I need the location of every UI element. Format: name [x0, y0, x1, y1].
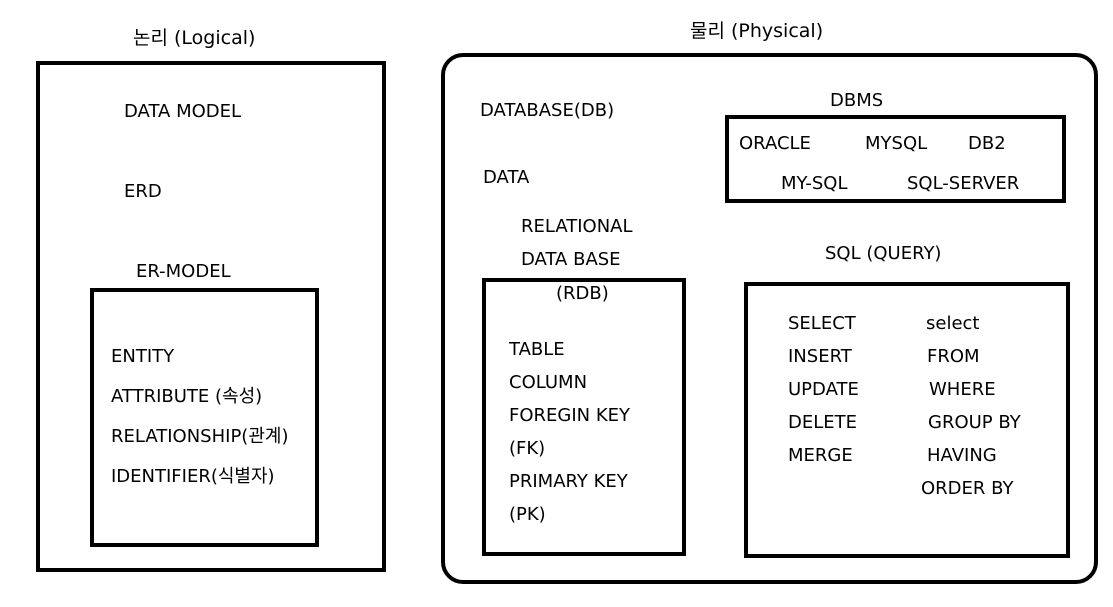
sql-title: SQL (QUERY) — [825, 243, 942, 264]
dbms-box — [725, 115, 1066, 203]
sql-clause-from: FROM — [927, 346, 980, 367]
rdb-pk: (PK) — [509, 504, 546, 525]
sql-clause-select: select — [926, 313, 980, 334]
er-entity: ENTITY — [111, 346, 175, 367]
physical-box — [441, 53, 1098, 584]
sql-command-select: SELECT — [788, 313, 856, 334]
rdb-label-line2: DATA BASE — [521, 249, 621, 270]
dbms-my-sql: MY-SQL — [781, 173, 848, 194]
rdb-fk: (FK) — [509, 438, 546, 459]
rdb-primary-key: PRIMARY KEY — [509, 471, 628, 492]
physical-database: DATABASE(DB) — [480, 100, 615, 121]
logical-data-model: DATA MODEL — [124, 101, 242, 122]
rdb-label-line3: (RDB) — [556, 283, 609, 304]
rdb-label-line1: RELATIONAL — [521, 216, 633, 237]
sql-command-delete: DELETE — [788, 412, 858, 433]
physical-data: DATA — [483, 167, 530, 188]
sql-command-update: UPDATE — [788, 379, 859, 400]
rdb-box — [482, 278, 686, 556]
dbms-title: DBMS — [830, 90, 884, 111]
dbms-oracle: ORACLE — [739, 133, 811, 154]
er-attribute: ATTRIBUTE (속성) — [111, 386, 263, 407]
logical-box — [36, 61, 386, 572]
sql-clause-where: WHERE — [929, 379, 996, 400]
dbms-db2: DB2 — [968, 133, 1006, 154]
sql-command-merge: MERGE — [788, 445, 853, 466]
sql-box — [744, 282, 1070, 558]
sql-clause-order-by: ORDER BY — [921, 478, 1014, 499]
er-identifier: IDENTIFIER(식별자) — [111, 466, 275, 487]
sql-clause-group-by: GROUP BY — [928, 412, 1021, 433]
sql-clause-having: HAVING — [927, 445, 997, 466]
physical-title: 물리 (Physical) — [690, 20, 824, 42]
rdb-foreign-key: FOREGIN KEY — [509, 405, 631, 426]
sql-command-insert: INSERT — [788, 346, 852, 367]
dbms-mysql: MYSQL — [865, 133, 928, 154]
er-model-box — [90, 288, 319, 547]
logical-title: 논리 (Logical) — [133, 27, 256, 49]
logical-erd: ERD — [124, 181, 162, 202]
er-relationship: RELATIONSHIP(관계) — [111, 426, 289, 447]
dbms-sql-server: SQL-SERVER — [907, 173, 1020, 194]
rdb-column: COLUMN — [509, 372, 588, 393]
logical-er-model-label: ER-MODEL — [136, 261, 231, 282]
rdb-table: TABLE — [509, 339, 565, 360]
